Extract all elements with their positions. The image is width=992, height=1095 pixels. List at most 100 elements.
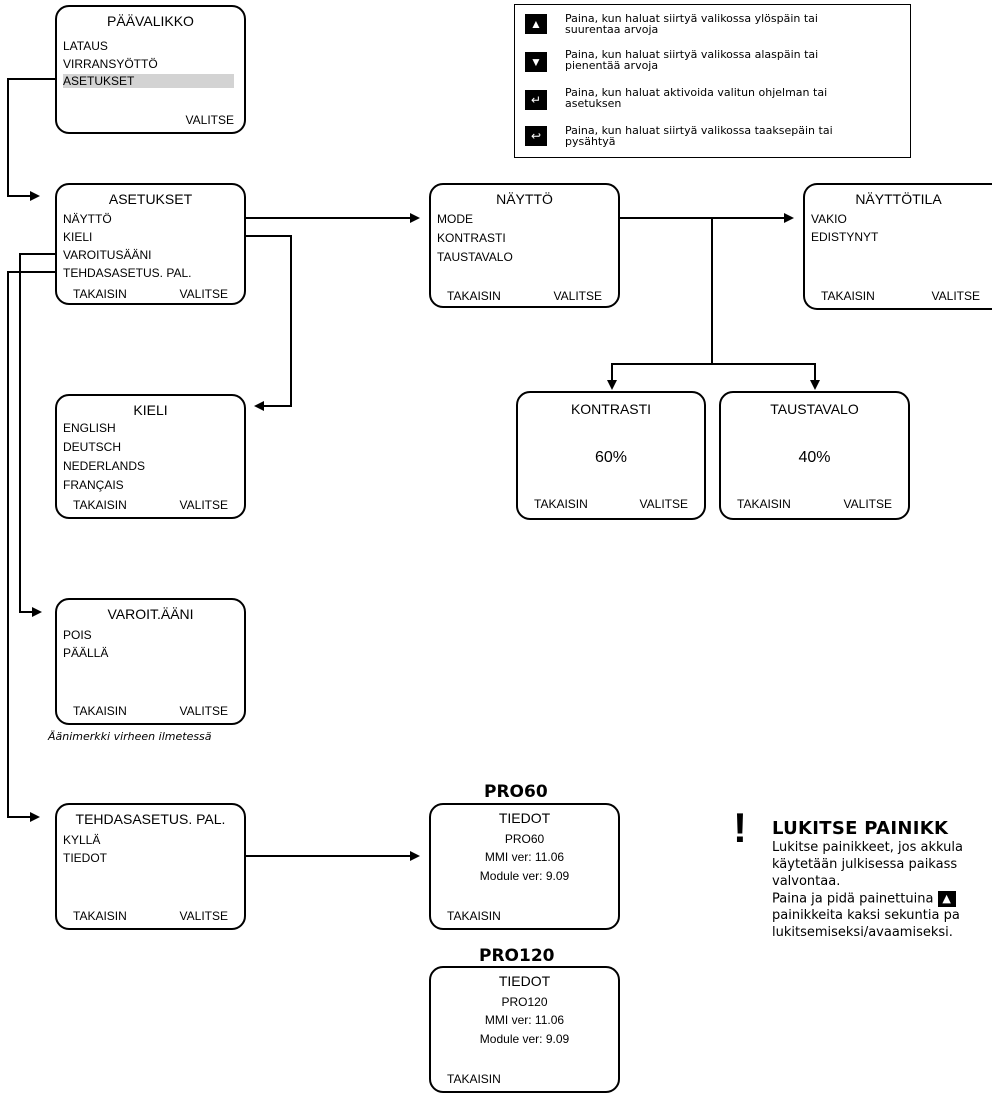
legend-text-line: pienentää arvoja [565, 59, 659, 72]
menu-title: ASETUKSET [108, 191, 193, 207]
legend-text-line: asetuksen [565, 97, 622, 110]
lock-text-line: Lukitse painikkeet, jos akkula [772, 840, 963, 855]
menu-item-varoitusaani[interactable]: VAROITUSÄÄNI [63, 248, 152, 262]
menu-tehdasasetus: TEHDASASETUS. PAL. KYLLÄ TIEDOT TAKAISIN… [55, 803, 246, 930]
warning-exclamation-icon: ! [733, 804, 747, 851]
menu-title: PÄÄVALIKKO [107, 13, 194, 29]
button-legend: ▲ Paina, kun haluat siirtyä valikossa yl… [514, 4, 911, 158]
takaisin-label[interactable]: TAKAISIN [447, 289, 501, 303]
lock-text-line: Paina ja pidä painettuina ▲ [772, 891, 956, 907]
valitse-label[interactable]: VALITSE [843, 497, 892, 511]
valitse-label[interactable]: VALITSE [931, 289, 980, 303]
mmi-version: MMI ver: 11.06 [484, 850, 565, 864]
menu-title: TEHDASASETUS. PAL. [75, 811, 226, 827]
lock-title: LUKITSE PAINIKK [772, 818, 949, 839]
lock-text-line: painikkeita kaksi sekuntia pa [772, 908, 960, 923]
lock-text-line-part: Paina ja pidä painettuina [772, 891, 934, 907]
menu-title: KIELI [133, 402, 168, 418]
back-icon: ↩ [525, 126, 547, 146]
menu-item-francais[interactable]: FRANÇAIS [63, 478, 124, 492]
menu-item-pois[interactable]: POIS [63, 628, 92, 642]
legend-text: Paina, kun haluat siirtyä valikossa ylös… [565, 13, 904, 35]
menu-item-tehdasasetus[interactable]: TEHDASASETUS. PAL. [63, 266, 192, 280]
model-name: PRO120 [501, 995, 548, 1009]
arrow-naytto-taustavalo [712, 363, 820, 390]
valitse-label[interactable]: VALITSE [179, 704, 228, 718]
menu-naytto: NÄYTTÖ MODE KONTRASTI TAUSTAVALO TAKAISI… [429, 183, 620, 308]
menu-item-vakio[interactable]: VAKIO [811, 212, 847, 226]
mmi-version: MMI ver: 11.06 [484, 1013, 565, 1027]
enter-icon: ↵ [525, 90, 547, 110]
arrow-asetukset-varoit [19, 253, 56, 617]
menu-item-paalla[interactable]: PÄÄLLÄ [63, 646, 109, 660]
menu-item-edistynyt[interactable]: EDISTYNYT [811, 230, 879, 244]
menu-varoit-aani: VAROIT.ÄÄNI POIS PÄÄLLÄ TAKAISIN VALITSE [55, 598, 246, 725]
menu-item-kieli[interactable]: KIELI [63, 230, 93, 244]
menu-item-nederlands[interactable]: NEDERLANDS [63, 459, 146, 473]
valitse-label[interactable]: VALITSE [639, 497, 688, 511]
model-name: PRO60 [504, 832, 545, 846]
menu-tiedot-pro120: TIEDOT PRO120 MMI ver: 11.06 Module ver:… [429, 966, 620, 1093]
legend-row-up: ▲ Paina, kun haluat siirtyä valikossa yl… [515, 9, 910, 45]
menu-title: TAUSTAVALO [770, 401, 859, 417]
menu-title: VAROIT.ÄÄNI [107, 606, 194, 622]
menu-item-taustavalo[interactable]: TAUSTAVALO [437, 250, 513, 264]
takaisin-label[interactable]: TAKAISIN [73, 909, 127, 923]
down-triangle-icon: ▼ [525, 52, 547, 72]
lock-text-line: valvontaa. [772, 874, 841, 889]
valitse-label[interactable]: VALITSE [179, 909, 228, 923]
menu-taustavalo: TAUSTAVALO 40% TAKAISIN VALITSE [719, 391, 910, 520]
takaisin-label[interactable]: TAKAISIN [73, 498, 127, 512]
menu-item-kylla[interactable]: KYLLÄ [63, 833, 101, 847]
lock-text-line: käytetään julkisessa paikass [772, 857, 958, 872]
taustavalo-value: 40% [798, 449, 831, 466]
legend-text: Paina, kun haluat aktivoida valitun ohje… [565, 87, 904, 109]
module-version: Module ver: 9.09 [479, 869, 570, 883]
arrow-paavalikko-asetukset [7, 78, 56, 201]
legend-text-line: suurentaa arvoja [565, 23, 659, 36]
takaisin-label[interactable]: TAKAISIN [737, 497, 791, 511]
arrow-asetukset-tehdas [7, 271, 56, 822]
model-label-pro120: PRO120 [479, 946, 555, 966]
menu-asetukset: ASETUKSET NÄYTTÖ KIELI VAROITUSÄÄNI TEHD… [55, 183, 246, 305]
legend-row-enter: ↵ Paina, kun haluat aktivoida valitun oh… [515, 85, 910, 121]
legend-text: Paina, kun haluat siirtyä valikossa taak… [565, 125, 904, 147]
arrow-naytto-kontrasti [607, 218, 713, 390]
takaisin-label[interactable]: TAKAISIN [821, 289, 875, 303]
valitse-label[interactable]: VALITSE [185, 113, 234, 127]
module-version: Module ver: 9.09 [479, 1032, 570, 1046]
menu-item-asetukset-selected[interactable]: ASETUKSET [63, 74, 234, 88]
menu-item-deutsch[interactable]: DEUTSCH [63, 440, 122, 454]
menu-title: TIEDOT [498, 810, 551, 826]
menu-item-kontrasti[interactable]: KONTRASTI [437, 231, 506, 245]
legend-row-down: ▼ Paina, kun haluat siirtyä valikossa al… [515, 47, 910, 83]
menu-item-english[interactable]: ENGLISH [63, 421, 116, 435]
lock-text-line: lukitsemiseksi/avaamiseksi. [772, 925, 953, 940]
menu-item-virransyotto[interactable]: VIRRANSYÖTTÖ [63, 57, 158, 71]
takaisin-label[interactable]: TAKAISIN [73, 704, 127, 718]
menu-kontrasti: KONTRASTI 60% TAKAISIN VALITSE [516, 391, 706, 520]
takaisin-label[interactable]: TAKAISIN [447, 909, 501, 923]
menu-item-mode[interactable]: MODE [437, 212, 473, 226]
menu-item-tiedot[interactable]: TIEDOT [63, 851, 107, 865]
up-triangle-icon: ▲ [525, 14, 547, 34]
valitse-label[interactable]: VALITSE [179, 287, 228, 301]
varoit-note: Äänimerkki virheen ilmetessä [48, 730, 212, 743]
takaisin-label[interactable]: TAKAISIN [534, 497, 588, 511]
menu-title: TIEDOT [498, 973, 551, 989]
menu-item-lataus[interactable]: LATAUS [63, 39, 108, 53]
up-triangle-icon: ▲ [937, 891, 956, 907]
valitse-label[interactable]: VALITSE [553, 289, 602, 303]
menu-paavalikko: PÄÄVALIKKO LATAUS VIRRANSYÖTTÖ ASETUKSET… [55, 5, 246, 134]
menu-title: NÄYTTÖTILA [855, 191, 942, 207]
legend-text-line: Paina, kun haluat siirtyä valikossa alas… [565, 48, 819, 61]
legend-text-line: Paina, kun haluat siirtyä valikossa taak… [565, 124, 833, 137]
legend-row-back: ↩ Paina, kun haluat siirtyä valikossa ta… [515, 121, 910, 157]
legend-text-line: Paina, kun haluat aktivoida valitun ohje… [565, 86, 828, 99]
menu-item-naytto[interactable]: NÄYTTÖ [63, 212, 112, 226]
valitse-label[interactable]: VALITSE [179, 498, 228, 512]
legend-text-line: Paina, kun haluat siirtyä valikossa ylös… [565, 12, 818, 25]
takaisin-label[interactable]: TAKAISIN [73, 287, 127, 301]
takaisin-label[interactable]: TAKAISIN [447, 1072, 501, 1086]
